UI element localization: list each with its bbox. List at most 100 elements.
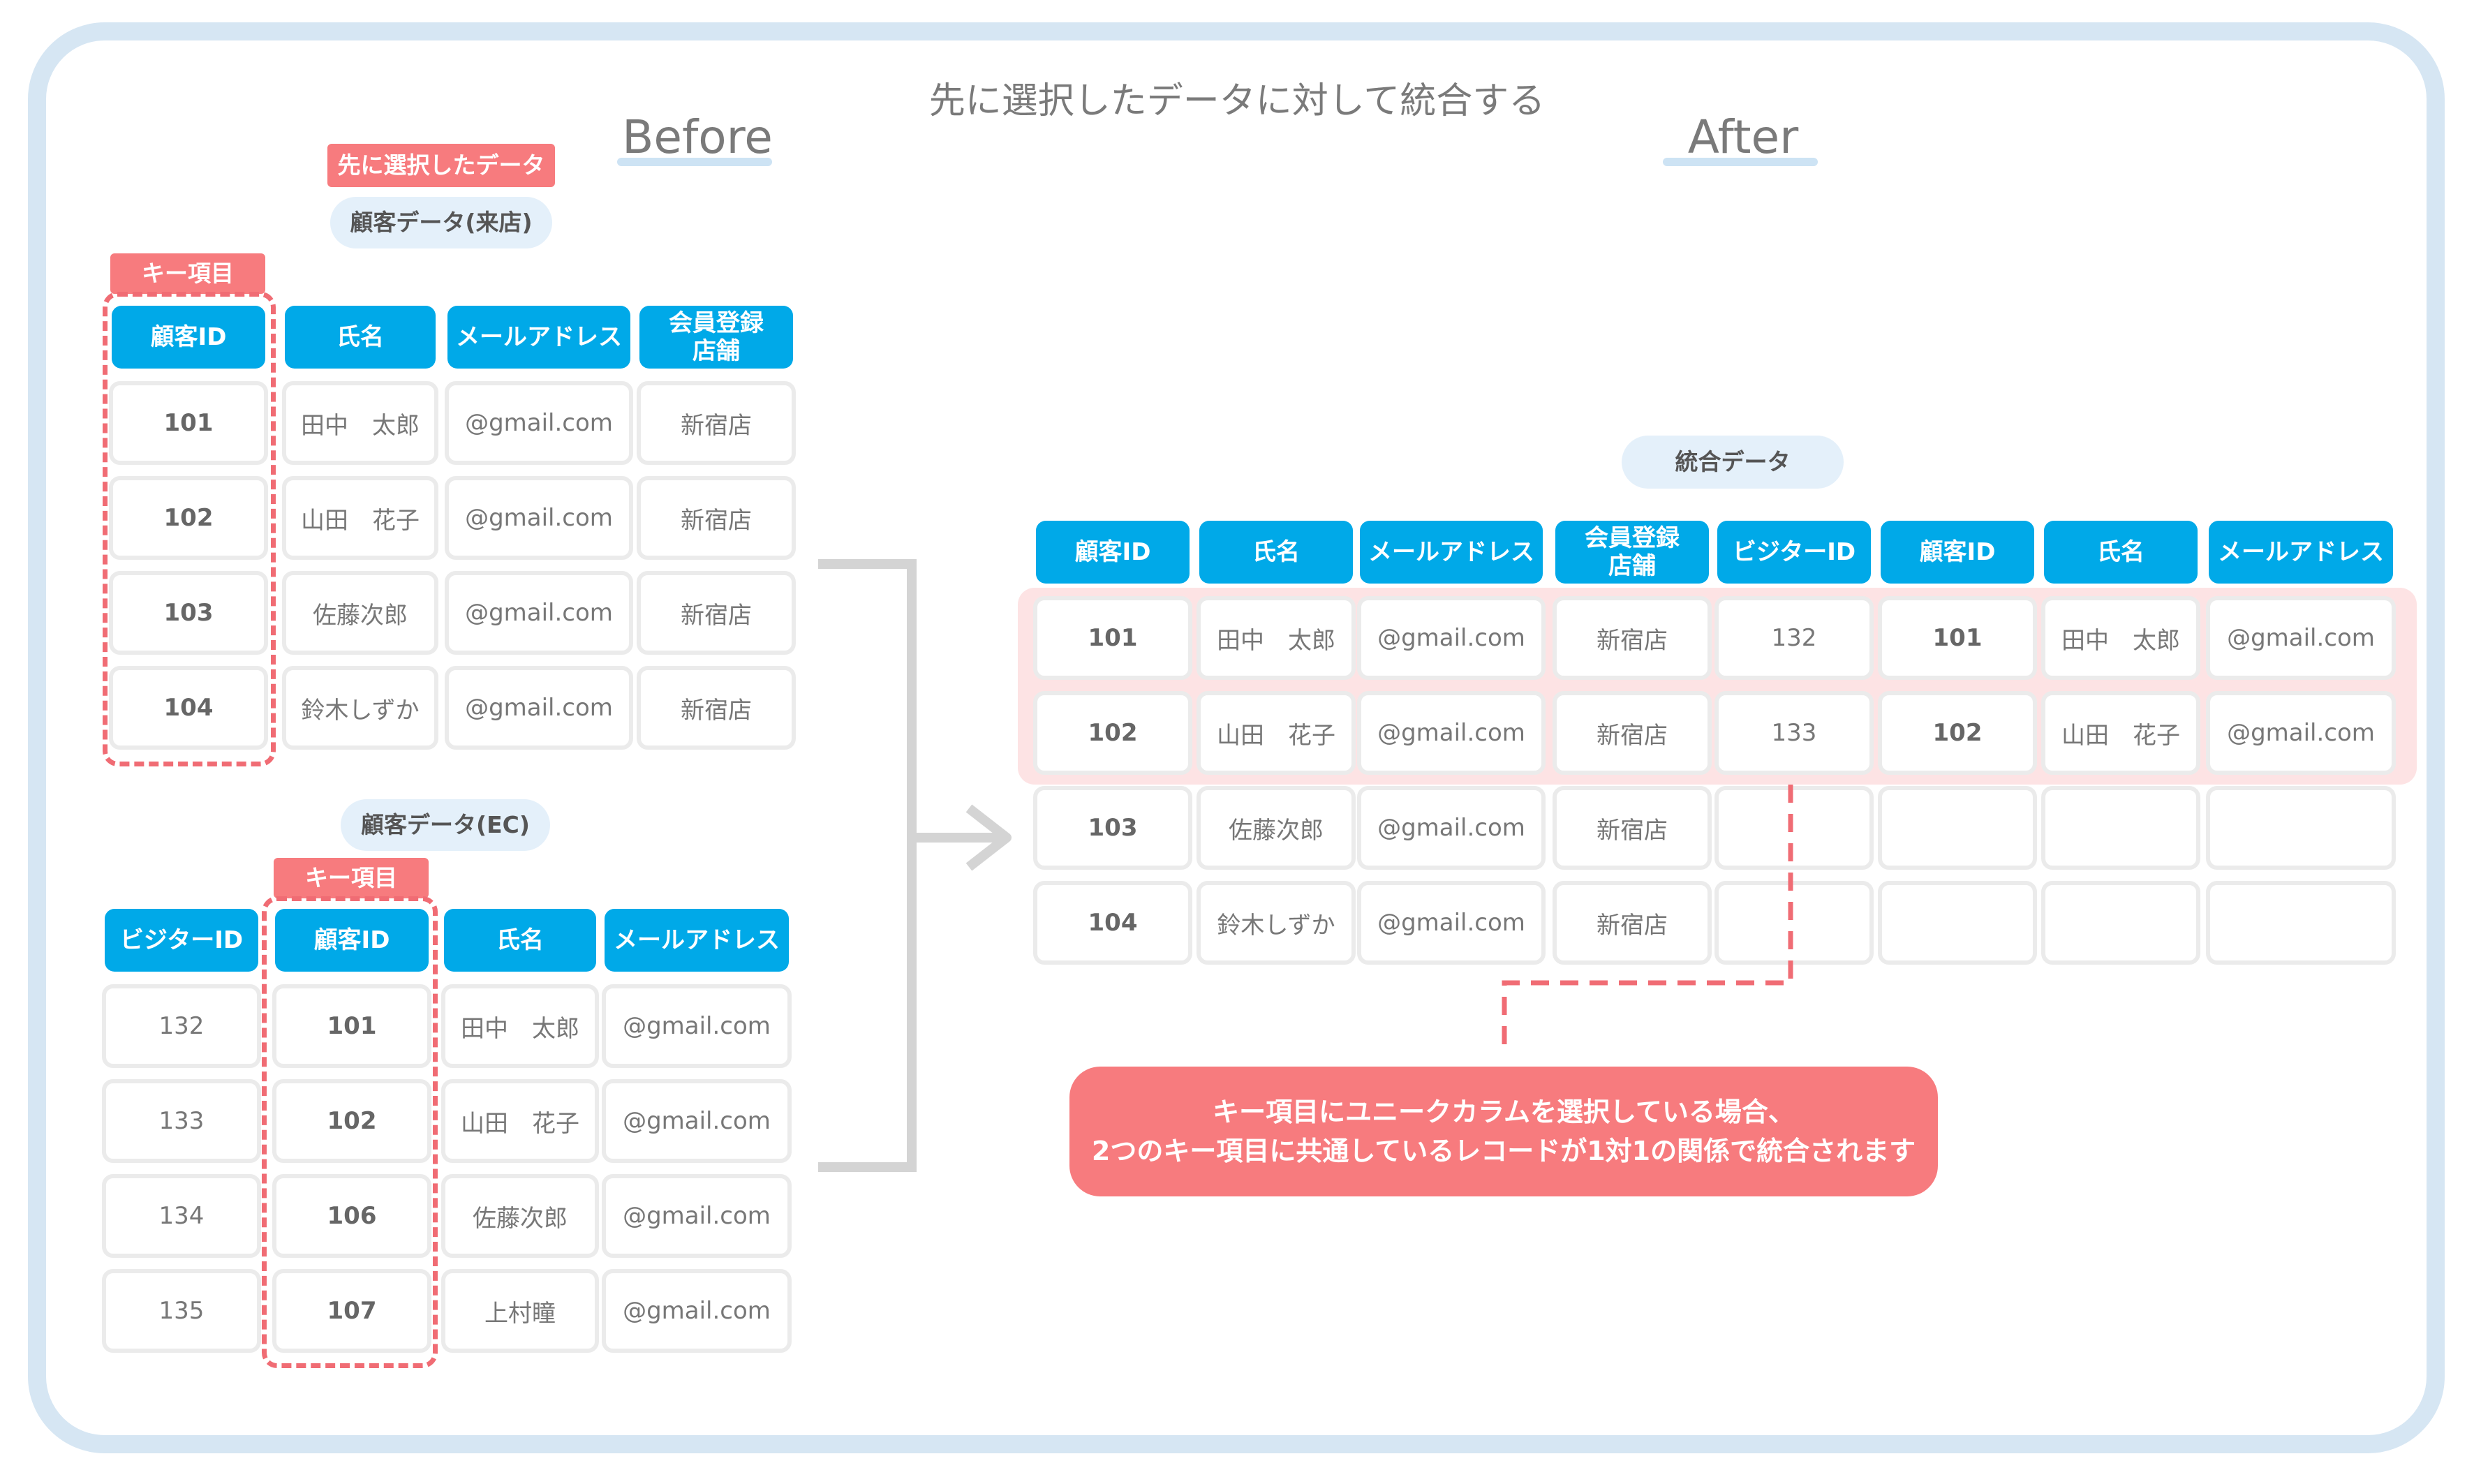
key-column-outline-store (103, 292, 276, 766)
page-title: 先に選択したデータに対して統合する (928, 80, 1546, 122)
store-cell-r1-c2: @gmail.com (445, 476, 633, 560)
ec-cell-r0-c2: 田中 太郎 (441, 984, 599, 1068)
before-underline (617, 158, 772, 166)
ec-header-2: 氏名 (444, 909, 596, 972)
store-cell-r1-c3: 新宿店 (637, 476, 796, 560)
merge-note-line2: 2つのキー項目に共通しているレコードが1対1の関係で統合されます (1091, 1136, 1916, 1166)
merged-cell-r1-c2: @gmail.com (1357, 691, 1546, 775)
store-cell-r0-c2: @gmail.com (445, 381, 633, 465)
merged-cell-r0-c7: @gmail.com (2206, 596, 2396, 680)
store-header-0: 顧客ID (112, 306, 265, 369)
merged-cell-r2-c5 (1878, 786, 2037, 870)
merged-cell-r1-c4: 133 (1714, 691, 1874, 775)
merged-cell-r2-c3: 新宿店 (1553, 786, 1712, 870)
after-underline (1663, 158, 1818, 166)
store-header-3: 会員登録 店舗 (639, 306, 793, 369)
merged-header-5: 顧客ID (1881, 521, 2034, 584)
before-label: Before (622, 110, 773, 164)
merge-note-line1: キー項目にユニークカラムを選択している場合、 (1213, 1097, 1795, 1127)
merged-header-6: 氏名 (2044, 521, 2198, 584)
merged-cell-r0-c3: 新宿店 (1553, 596, 1712, 680)
store-cell-r2-c1: 佐藤次郎 (282, 571, 438, 655)
ec-cell-r3-c1: 107 (272, 1269, 431, 1353)
ec-cell-r1-c2: 山田 花子 (441, 1079, 599, 1163)
key-tag-store: キー項目 (110, 253, 265, 294)
merged-cell-r2-c1: 佐藤次郎 (1197, 786, 1356, 870)
ec-table-name: 顧客データ(EC) (341, 799, 550, 851)
store-cell-r3-c2: @gmail.com (445, 666, 633, 750)
store-cell-r3-c3: 新宿店 (637, 666, 796, 750)
merged-header-2: メールアドレス (1360, 521, 1543, 584)
merge-note: キー項目にユニークカラムを選択している場合、 2つのキー項目に共通しているレコー… (1069, 1067, 1938, 1196)
merged-cell-r1-c5: 102 (1878, 691, 2037, 775)
merged-cell-r1-c1: 山田 花子 (1197, 691, 1356, 775)
merged-header-7: メールアドレス (2209, 521, 2393, 584)
store-cell-r3-c0: 104 (109, 666, 268, 750)
key-column-outline-ec (262, 896, 438, 1368)
ec-cell-r1-c0: 133 (102, 1079, 261, 1163)
ec-cell-r0-c1: 101 (272, 984, 431, 1068)
store-header-2: メールアドレス (447, 306, 630, 369)
ec-cell-r0-c0: 132 (102, 984, 261, 1068)
ec-cell-r0-c3: @gmail.com (602, 984, 792, 1068)
ec-cell-r2-c3: @gmail.com (602, 1174, 792, 1258)
ec-cell-r3-c3: @gmail.com (602, 1269, 792, 1353)
arrow-head-icon (965, 804, 1012, 871)
note-connector (1502, 785, 1793, 1054)
merged-cell-r0-c4: 132 (1714, 596, 1874, 680)
merge-connector (818, 559, 1012, 1172)
merged-cell-r3-c1: 鈴木しずか (1197, 881, 1356, 965)
merged-cell-r2-c6 (2041, 786, 2200, 870)
note-connector-line (1502, 785, 1793, 1054)
store-cell-r0-c0: 101 (109, 381, 268, 465)
ec-header-3: メールアドレス (605, 909, 789, 972)
merged-cell-r0-c0: 101 (1033, 596, 1192, 680)
merged-cell-r3-c0: 104 (1033, 881, 1192, 965)
store-table-name: 顧客データ(来店) (330, 197, 552, 248)
key-tag-ec: キー項目 (274, 858, 429, 898)
merged-cell-r2-c0: 103 (1033, 786, 1192, 870)
merged-cell-r1-c3: 新宿店 (1553, 691, 1712, 775)
bracket-line (818, 559, 917, 1172)
store-header-1: 氏名 (285, 306, 436, 369)
store-cell-r0-c3: 新宿店 (637, 381, 796, 465)
store-cell-r0-c1: 田中 太郎 (282, 381, 438, 465)
ec-cell-r2-c2: 佐藤次郎 (441, 1174, 599, 1258)
store-cell-r1-c0: 102 (109, 476, 268, 560)
merged-cell-r3-c3: 新宿店 (1553, 881, 1712, 965)
store-cell-r2-c0: 103 (109, 571, 268, 655)
ec-cell-r2-c0: 134 (102, 1174, 261, 1258)
merged-header-3: 会員登録 店舗 (1555, 521, 1709, 584)
merged-header-0: 顧客ID (1036, 521, 1190, 584)
merged-cell-r0-c5: 101 (1878, 596, 2037, 680)
store-cell-r3-c1: 鈴木しずか (282, 666, 438, 750)
merged-cell-r1-c0: 102 (1033, 691, 1192, 775)
store-cell-r1-c1: 山田 花子 (282, 476, 438, 560)
ec-header-1: 顧客ID (275, 909, 429, 972)
store-cell-r2-c2: @gmail.com (445, 571, 633, 655)
merged-cell-r0-c1: 田中 太郎 (1197, 596, 1356, 680)
merged-cell-r2-c2: @gmail.com (1357, 786, 1546, 870)
merged-cell-r2-c4 (1714, 786, 1874, 870)
merged-cell-r2-c7 (2206, 786, 2396, 870)
merged-cell-r0-c6: 田中 太郎 (2041, 596, 2200, 680)
merged-table-name: 統合データ (1622, 436, 1844, 489)
ec-cell-r2-c1: 106 (272, 1174, 431, 1258)
merged-cell-r3-c7 (2206, 881, 2396, 965)
after-label: After (1687, 110, 1799, 164)
merged-cell-r3-c6 (2041, 881, 2200, 965)
ec-cell-r1-c1: 102 (272, 1079, 431, 1163)
merged-header-4: ビジターID (1717, 521, 1871, 584)
ec-cell-r3-c0: 135 (102, 1269, 261, 1353)
selected-first-tag: 先に選択したデータ (327, 144, 555, 187)
merged-cell-r3-c4 (1714, 881, 1874, 965)
ec-cell-r1-c3: @gmail.com (602, 1079, 792, 1163)
merged-cell-r3-c2: @gmail.com (1357, 881, 1546, 965)
merged-cell-r1-c6: 山田 花子 (2041, 691, 2200, 775)
ec-header-0: ビジターID (105, 909, 258, 972)
merged-cell-r1-c7: @gmail.com (2206, 691, 2396, 775)
merged-header-1: 氏名 (1199, 521, 1353, 584)
store-cell-r2-c3: 新宿店 (637, 571, 796, 655)
merged-cell-r3-c5 (1878, 881, 2037, 965)
merged-cell-r0-c2: @gmail.com (1357, 596, 1546, 680)
